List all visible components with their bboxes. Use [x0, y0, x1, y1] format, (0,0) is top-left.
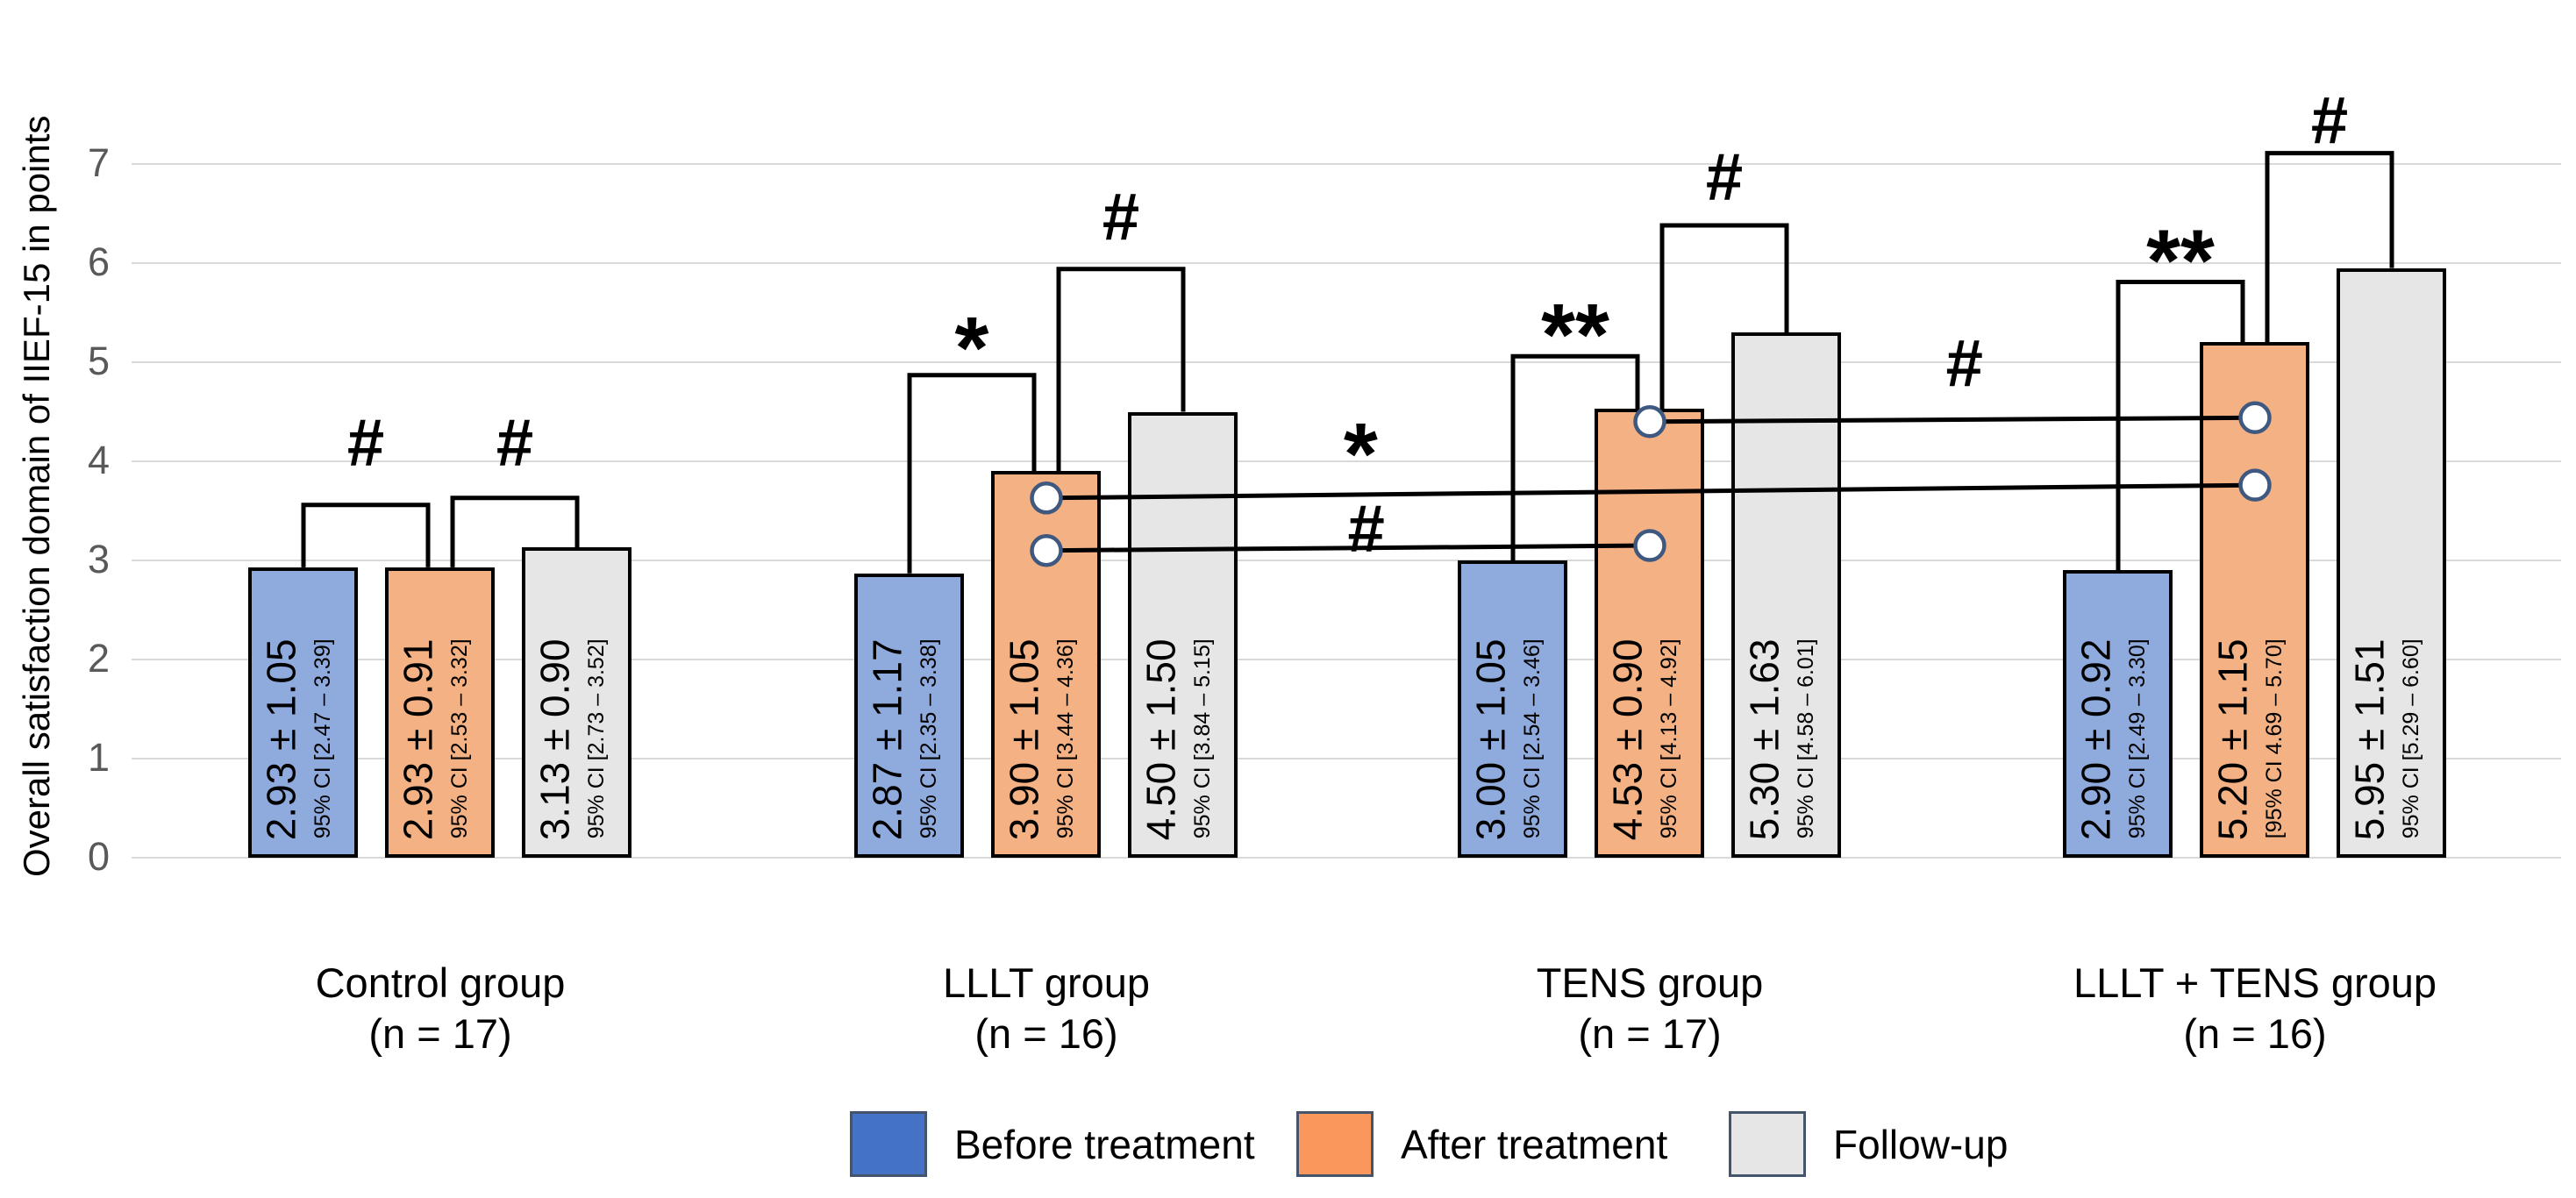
- sig-symbol: **: [2146, 211, 2215, 310]
- bar-ci-label: 95% CI [4.13 – 4.92]: [1656, 638, 1681, 838]
- sig-symbol: *: [955, 299, 989, 397]
- gridline-0: [132, 857, 2561, 859]
- sig-symbol: *: [1344, 405, 1378, 503]
- category-n-label: (n = 17): [1578, 1010, 1722, 1057]
- bar-ci-label: 95% CI [3.44 – 4.36]: [1053, 638, 1078, 838]
- sig-symbol: #: [1706, 140, 1743, 215]
- bar-value-label: 2.87 ± 1.17: [864, 638, 910, 840]
- sig-symbol: **: [1541, 286, 1609, 384]
- sig-symbol: #: [2311, 83, 2348, 158]
- legend-swatch-after: [1296, 1111, 1374, 1177]
- y-tick-1: 1: [87, 735, 110, 780]
- bar-ci-label: 95% CI [2.35 – 3.38]: [916, 638, 941, 838]
- bar-value-label: 3.13 ± 0.90: [532, 638, 578, 840]
- bar-lllt-tens-after: 5.20 ± 1.15[95% CI 4.69 – 5.70]: [2200, 342, 2309, 858]
- legend-label-before: Before treatment: [954, 1122, 1255, 1167]
- x-category-control: Control group(n = 17): [177, 958, 703, 1059]
- legend-swatch-before: [850, 1111, 927, 1177]
- bar-value-label: 4.53 ± 0.90: [1604, 638, 1651, 840]
- gridline-4: [132, 460, 2561, 462]
- category-n-label: (n = 16): [2183, 1010, 2327, 1057]
- category-n-label: (n = 17): [368, 1010, 512, 1057]
- y-tick-5: 5: [87, 339, 110, 383]
- gridline-5: [132, 361, 2561, 363]
- category-label: LLLT group: [942, 959, 1151, 1006]
- sig-symbol: #: [1102, 180, 1139, 254]
- category-label: TENS group: [1536, 959, 1764, 1006]
- y-tick-0: 0: [87, 834, 110, 879]
- gridline-6: [132, 262, 2561, 264]
- bar-ci-label: 95% CI [2.73 – 3.52]: [583, 638, 609, 838]
- bar-ci-label: 95% CI [3.84 – 5.15]: [1189, 638, 1215, 838]
- y-tick-2: 2: [87, 636, 110, 681]
- sig-symbol: #: [496, 405, 533, 480]
- bar-value-label: 4.50 ± 1.50: [1138, 638, 1184, 840]
- sig-symbol: #: [1347, 492, 1384, 567]
- bar-ci-label: 95% CI [4.58 – 6.01]: [1793, 638, 1818, 838]
- x-category-lllt: LLLT group(n = 16): [783, 958, 1309, 1059]
- bar-value-label: 2.93 ± 1.05: [258, 638, 304, 840]
- bar-value-label: 3.00 ± 1.05: [1467, 638, 1514, 840]
- sig-symbol: #: [347, 405, 384, 480]
- gridline-7: [132, 163, 2561, 165]
- gridline-1: [132, 758, 2561, 759]
- category-label: LLLT + TENS group: [2073, 959, 2437, 1006]
- bar-value-label: 2.93 ± 0.91: [395, 638, 441, 840]
- bar-value-label: 2.90 ± 0.92: [2073, 638, 2119, 840]
- gridline-2: [132, 659, 2561, 660]
- sig-symbol: #: [1946, 326, 1983, 401]
- bar-ci-label: 95% CI [2.49 – 3.30]: [2124, 638, 2150, 838]
- x-category-tens: TENS group(n = 17): [1387, 958, 1913, 1059]
- bar-ci-label: [95% CI 4.69 – 5.70]: [2261, 638, 2287, 838]
- bar-value-label: 5.30 ± 1.63: [1741, 638, 1788, 840]
- y-tick-4: 4: [87, 438, 110, 482]
- bar-ci-label: 95% CI [5.29 – 6.60]: [2398, 638, 2423, 838]
- bar-ci-label: 95% CI [2.47 – 3.39]: [310, 638, 335, 838]
- y-tick-7: 7: [87, 140, 110, 185]
- bar-value-label: 5.20 ± 1.15: [2209, 638, 2256, 840]
- bar-value-label: 3.90 ± 1.05: [1001, 638, 1047, 840]
- legend-label-followup: Follow-up: [1833, 1122, 2009, 1167]
- sig-bracket: [301, 503, 431, 567]
- bar-value-label: 5.95 ± 1.51: [2346, 638, 2393, 840]
- category-label: Control group: [315, 959, 566, 1006]
- legend-swatch-followup: [1729, 1111, 1806, 1177]
- legend-label-after: After treatment: [1401, 1122, 1668, 1167]
- x-category-lllt-tens: LLLT + TENS group(n = 16): [1992, 958, 2518, 1059]
- category-n-label: (n = 16): [974, 1010, 1118, 1057]
- bar-ci-label: 95% CI [2.53 – 3.32]: [446, 638, 472, 838]
- gridline-3: [132, 560, 2561, 561]
- y-tick-3: 3: [87, 537, 110, 581]
- bar-ci-label: 95% CI [2.54 – 3.46]: [1519, 638, 1545, 838]
- y-tick-6: 6: [87, 239, 110, 284]
